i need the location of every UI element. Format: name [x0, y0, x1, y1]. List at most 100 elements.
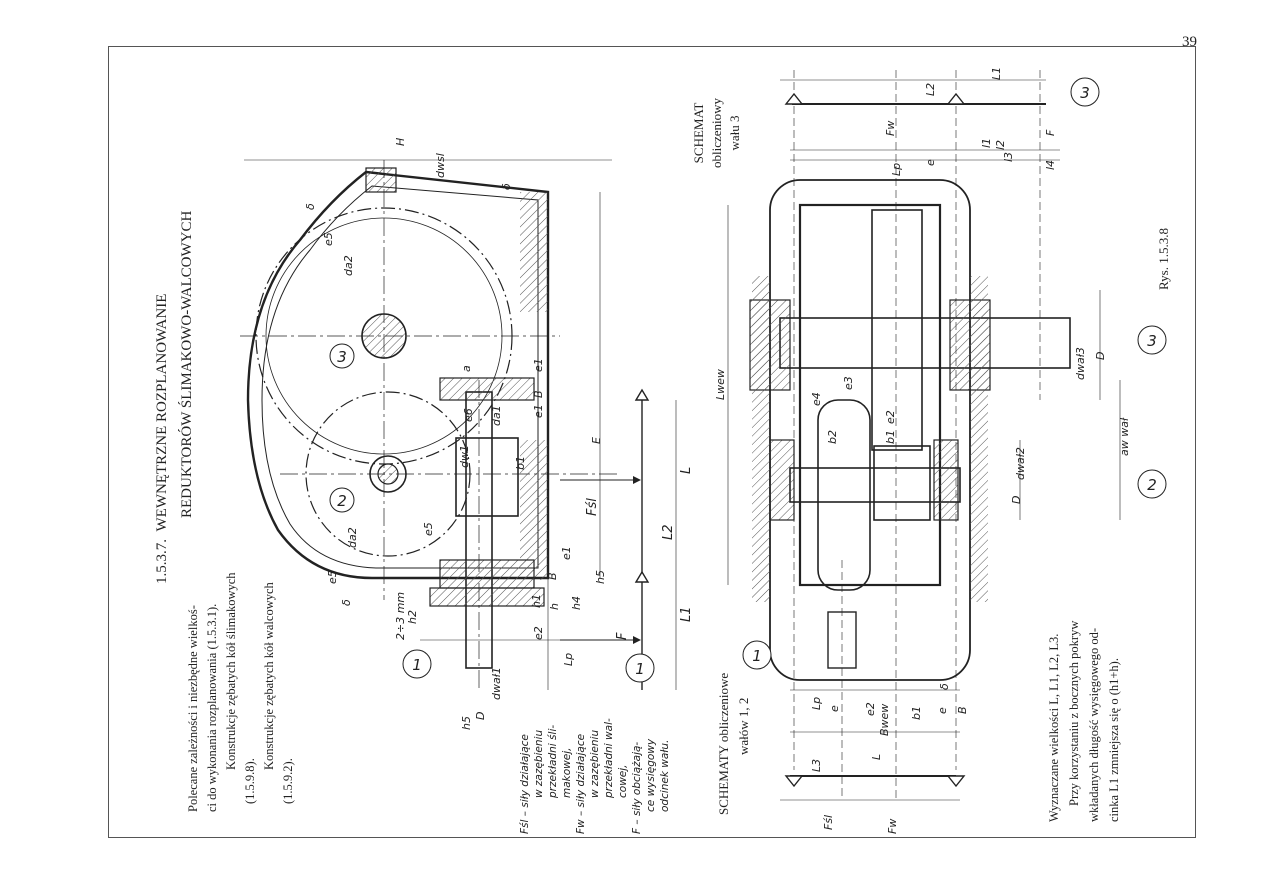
svg-text:e: e [828, 705, 841, 712]
svg-text:2÷3 mm: 2÷3 mm [394, 592, 407, 640]
left-notes: Polecane zależności i niezbędne wielkoś-… [184, 572, 298, 812]
svg-text:Fśl: Fśl [585, 498, 600, 516]
svg-text:δ: δ [938, 683, 951, 690]
legend-line: w zazębieniu [533, 729, 545, 798]
svg-text:a: a [460, 365, 473, 372]
shaft-label: 3 [337, 348, 347, 366]
gearbox-section-view [240, 159, 620, 690]
shaft-label: 2 [337, 492, 347, 510]
svg-text:h4: h4 [570, 596, 583, 610]
dimension-labels-top: H δ dwsl δ e5 da2 a e1 B e1 E dw1 da1 e6… [304, 138, 607, 730]
top-flange [365, 167, 397, 193]
svg-text:b1: b1 [910, 706, 923, 720]
svg-text:B: B [956, 706, 969, 714]
svg-text:e5: e5 [326, 570, 339, 584]
svg-text:D: D [474, 712, 487, 720]
svg-text:E: E [590, 437, 603, 444]
note-line: (1.5.9.8). [243, 758, 257, 804]
bottom-note-line: cinka L1 zmniejsza się o (h1+h). [1107, 658, 1121, 822]
schemat-line: obliczeniowy [709, 97, 724, 168]
svg-text:Lp: Lp [562, 653, 575, 666]
svg-text:F: F [1044, 129, 1057, 136]
svg-text:Bwew: Bwew [878, 704, 891, 736]
svg-text:Fśl: Fśl [822, 815, 835, 830]
svg-text:e5: e5 [422, 522, 435, 536]
schemat-3-label: SCHEMAT obliczeniowy wału 3 [690, 98, 744, 168]
svg-text:e: e [924, 159, 937, 166]
shaft-label: 3 [1147, 332, 1157, 350]
worm-body [455, 437, 519, 517]
svg-text:L: L [679, 467, 694, 474]
shaft2-bearing-left [769, 439, 795, 521]
svg-text:l1: l1 [980, 138, 993, 148]
shaft3 [779, 317, 1071, 369]
legend-line: odcinek wału. [659, 739, 671, 812]
heading-line2: REDUKTORÓW ŚLIMAKOWO-WALCOWYCH [179, 210, 195, 518]
housing-plan-inner [798, 203, 942, 587]
svg-text:D: D [1010, 496, 1023, 504]
force-legend: Fśl – siły działające w zazębieniu przek… [518, 718, 672, 834]
legend-line: Fśl – siły działające [519, 734, 531, 834]
svg-text:e2: e2 [532, 626, 545, 640]
svg-text:e4: e4 [810, 392, 823, 406]
legend-line: makowej, [561, 747, 573, 798]
legend-line: cowej, [617, 764, 629, 799]
svg-text:da2: da2 [346, 527, 359, 548]
legend-line: F – siły obciążają- [631, 741, 643, 834]
svg-text:L3: L3 [810, 759, 823, 772]
shaft-label: 1 [412, 656, 422, 674]
svg-text:dw1: dw1 [458, 445, 471, 468]
svg-text:e1: e1 [532, 404, 545, 418]
housing-wall-hatch-bottom [520, 440, 548, 580]
drawing-frame [108, 46, 1196, 838]
gear2-plan [873, 445, 931, 521]
housing-outline [246, 170, 550, 580]
svg-text:e1: e1 [560, 546, 573, 560]
heading-number: 1.5.3.7. [154, 539, 170, 584]
svg-text:Fw: Fw [886, 819, 899, 834]
heading-line1: WEWNĘTRZNE ROZPLANOWANIE [154, 293, 170, 532]
svg-text:h2: h2 [406, 610, 419, 624]
svg-text:L2: L2 [924, 83, 937, 96]
svg-text:L: L [870, 754, 883, 760]
svg-text:D: D [1094, 352, 1107, 360]
svg-text:H: H [394, 138, 407, 146]
svg-text:h: h [548, 603, 561, 610]
shaft-label: 2 [1147, 476, 1157, 494]
svg-text:e3: e3 [842, 376, 855, 390]
svg-text:Lp: Lp [890, 163, 903, 176]
bearing-top [439, 377, 535, 401]
svg-text:da1: da1 [490, 405, 503, 426]
shaft-label: 1 [752, 647, 762, 665]
svg-text:e1: e1 [532, 358, 545, 372]
note-line: (1.5.9.2). [281, 758, 295, 804]
svg-text:Lwew: Lwew [714, 369, 727, 400]
svg-text:dwał1: dwał1 [490, 667, 503, 700]
schemat-line: wału 3 [727, 115, 742, 151]
note-line: ci do wykonania rozplanowania (1.5.3.1). [205, 603, 219, 812]
shaft-number-labels: 3 2 1 1 1 3 3 2 [337, 84, 1157, 678]
note-line: Konstrukcje zębatych kół ślimakowych [224, 572, 238, 770]
legend-line: przekładni śli- [547, 724, 559, 798]
gearbox-plan-view [727, 70, 1121, 801]
svg-text:l2: l2 [994, 140, 1007, 150]
svg-text:h5: h5 [460, 716, 473, 730]
svg-text:e2: e2 [864, 702, 877, 716]
svg-text:Lp: Lp [810, 697, 823, 710]
svg-text:L2: L2 [661, 524, 676, 540]
shaft-label: 1 [635, 660, 645, 678]
bottom-note-line: Przy korzystaniu z bocznych pokryw [1067, 620, 1081, 806]
svg-text:e2: e2 [884, 410, 897, 424]
dimension-labels-beam-top: Fśl L L2 L1 F [585, 467, 694, 640]
bearing-bottom [439, 559, 535, 589]
svg-text:b1: b1 [884, 430, 897, 444]
svg-text:dwał2: dwał2 [1014, 447, 1027, 480]
svg-text:F: F [615, 632, 630, 640]
svg-text:e5: e5 [322, 232, 335, 246]
svg-text:δ: δ [500, 183, 513, 190]
bottom-note-line: wkładanych długość wysięgowego od- [1087, 627, 1101, 822]
figure-caption: Rys. 1.5.3.8 [1156, 228, 1171, 290]
beam-schematic-12 [560, 388, 677, 690]
